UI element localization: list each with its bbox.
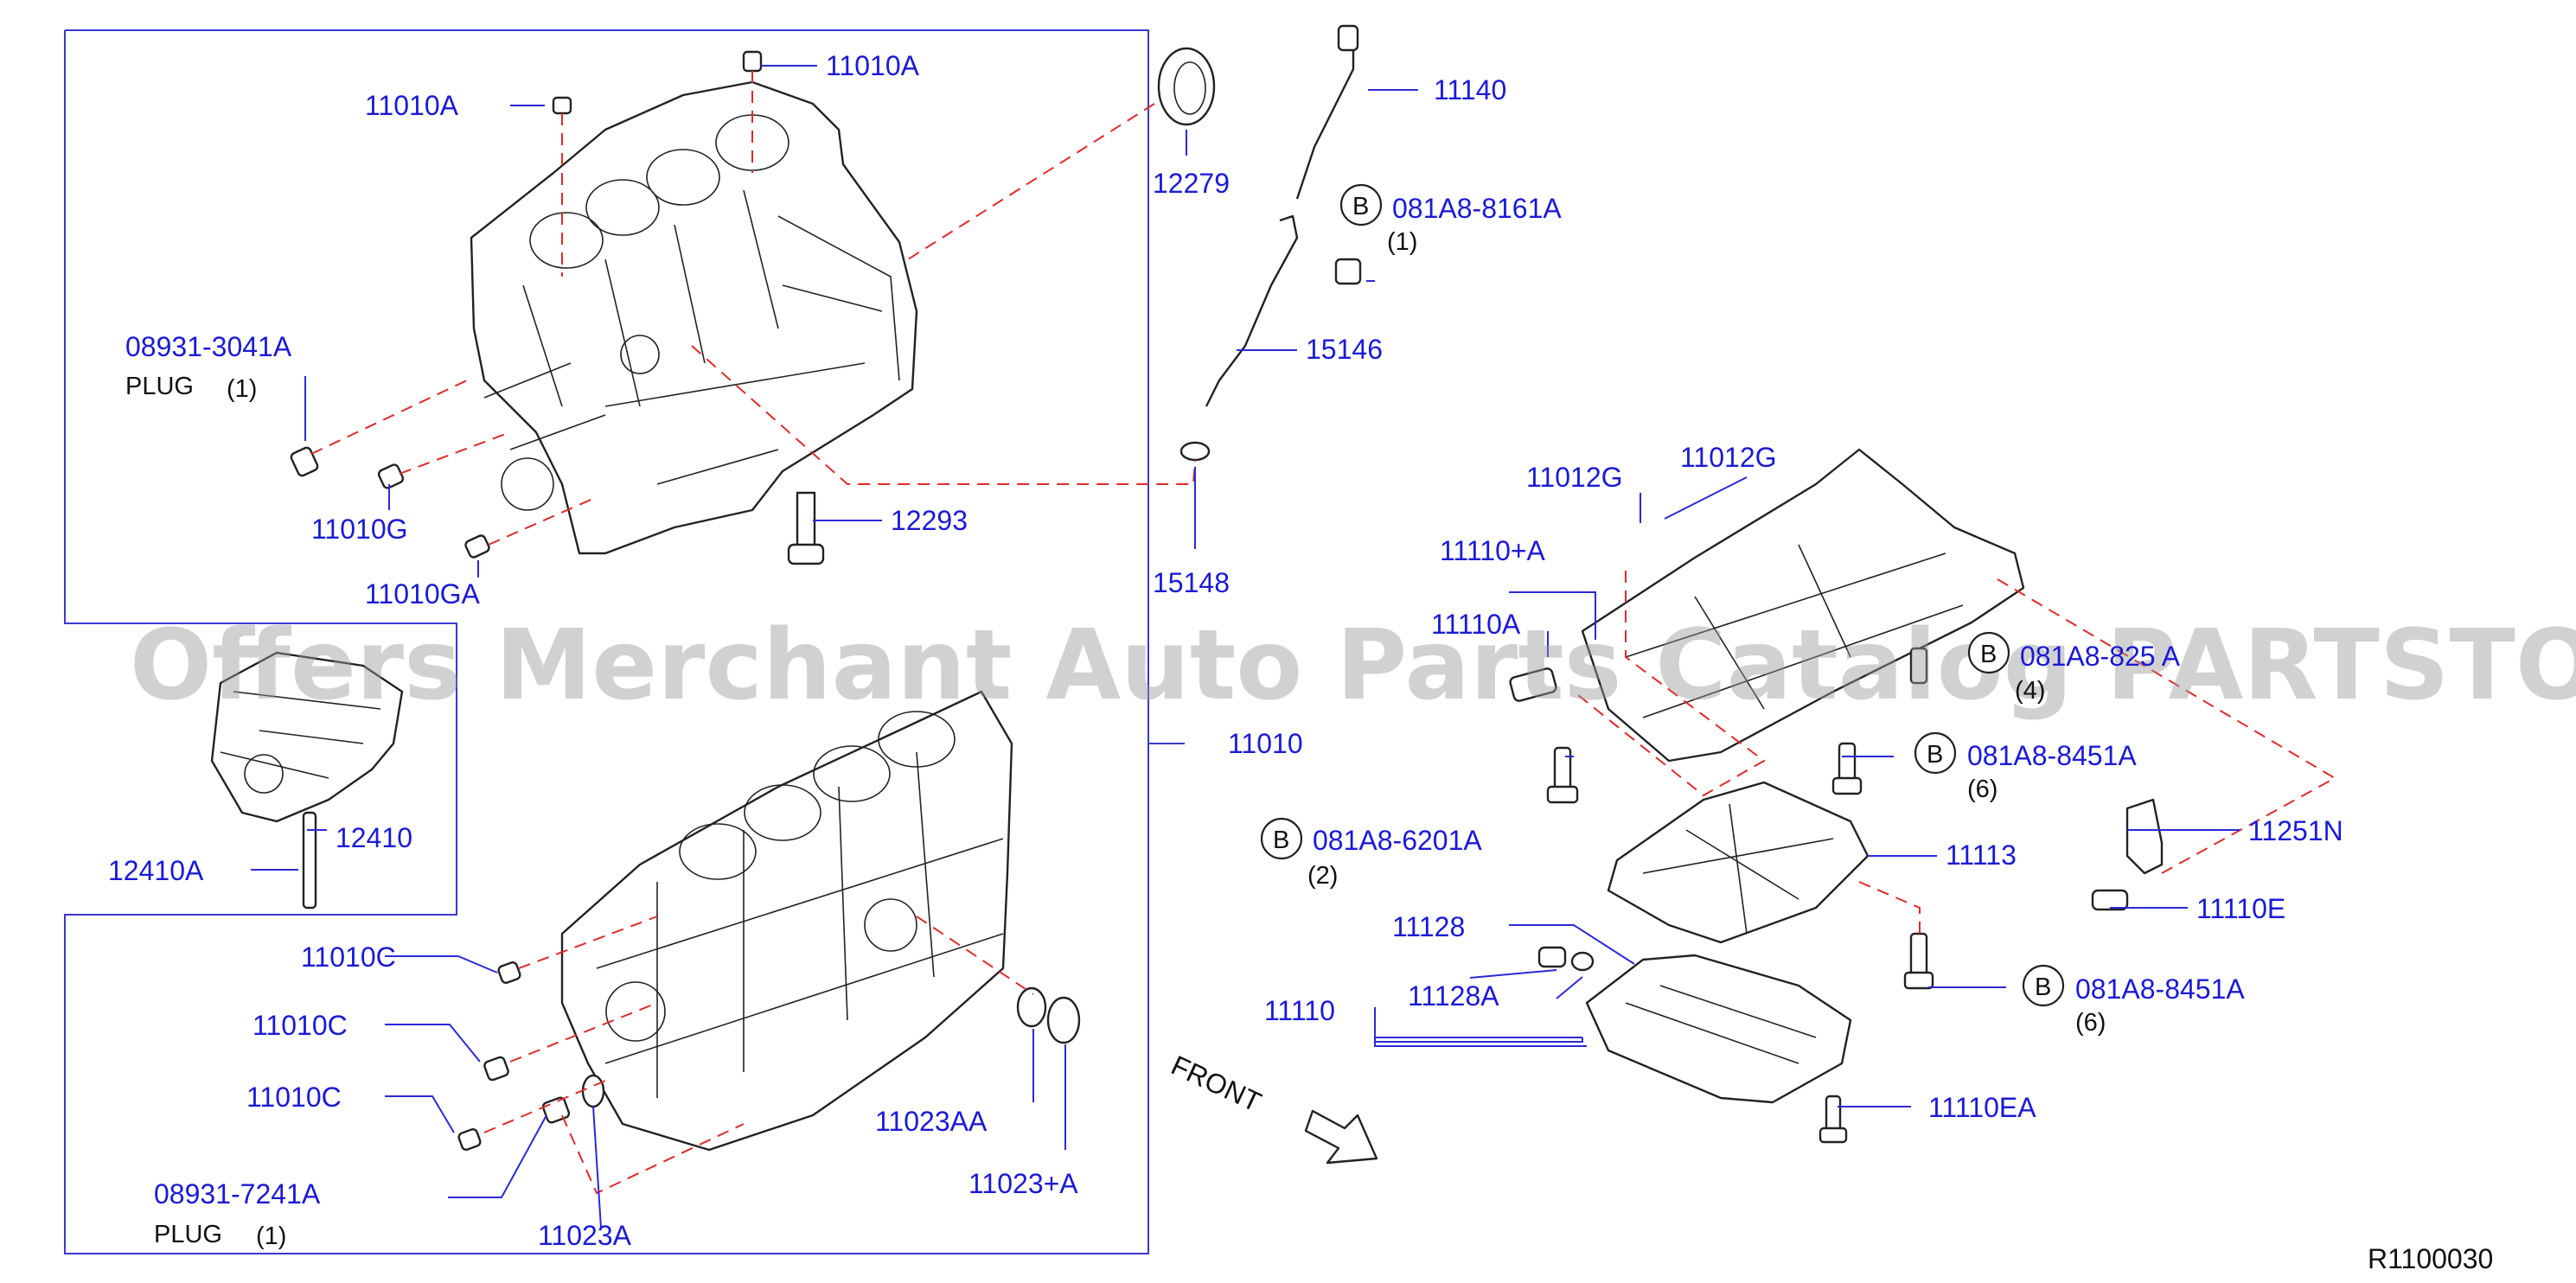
bolt-letter-081A8-8451A-lower: B xyxy=(2035,973,2051,1001)
lower-oil-pan-11110 xyxy=(1585,954,1852,1104)
bolt-symbol-081A8-6201A xyxy=(1260,817,1303,860)
callout-11012G-left: 11012G xyxy=(1526,462,1623,493)
callout-11010G: 11010G xyxy=(311,514,408,545)
callout-labels: 11010A 11010A 08931-3041A PLUG (1) 11010… xyxy=(108,50,2493,1274)
bolt-symbol-081A8-825A xyxy=(1967,631,2010,674)
front-arrow xyxy=(1304,1109,1378,1165)
callout-12410: 12410 xyxy=(336,822,412,853)
callout-08931-7241A: 08931-7241A xyxy=(154,1178,321,1210)
callout-11128A: 11128A xyxy=(1408,980,1499,1012)
callout-081A8-8161A: 081A8-8161A xyxy=(1392,193,1562,224)
callout-11251N: 11251N xyxy=(2248,815,2343,846)
callout-11010C-2: 11010C xyxy=(252,1010,348,1041)
qty-081A8-6201A: (2) xyxy=(1307,862,1338,890)
callout-08931-3041A: 08931-3041A xyxy=(125,331,292,362)
qty-081A8-8161A: (1) xyxy=(1387,228,1417,256)
callout-11010A-left: 11010A xyxy=(365,90,459,121)
callout-11110A: 11110A xyxy=(1431,609,1521,640)
callout-11023pA: 11023+A xyxy=(968,1168,1078,1199)
bolt-symbol-081A8-8451A-upper xyxy=(1914,731,1957,775)
plug-label-upper: PLUG xyxy=(125,373,194,400)
callout-11010: 11010 xyxy=(1228,728,1303,759)
callout-11128: 11128 xyxy=(1392,911,1465,942)
callout-11010C-1: 11010C xyxy=(301,942,396,973)
cylinder-block-lower xyxy=(560,690,1013,1152)
crank-seal-12279 xyxy=(1157,47,1216,126)
callout-15146: 15146 xyxy=(1306,334,1383,365)
qty-081A8-8451A-lower: (6) xyxy=(2075,1009,2106,1037)
plug-qty-lower: (1) xyxy=(256,1222,286,1250)
callout-11110: 11110 xyxy=(1264,995,1335,1026)
diagram-frames xyxy=(64,29,1185,1254)
callout-11023A: 11023A xyxy=(538,1220,632,1251)
callout-11140: 11140 xyxy=(1434,74,1506,105)
callout-12279: 12279 xyxy=(1153,168,1230,199)
callout-11010GA: 11010GA xyxy=(365,578,481,610)
front-direction-label: FRONT xyxy=(1167,1050,1266,1118)
callout-081A8-8451A-upper: 081A8-8451A xyxy=(1967,740,2137,771)
callout-11110E: 11110E xyxy=(2196,893,2285,924)
qty-081A8-8451A-upper: (6) xyxy=(1967,776,1998,803)
plug-parts-lower xyxy=(457,961,1081,1151)
plug-parts-upper xyxy=(290,50,825,565)
bolt-symbol-081A8-8161A xyxy=(1339,183,1383,227)
plug-qty-upper: (1) xyxy=(227,375,257,403)
callout-11110pA: 11110+A xyxy=(1440,535,1546,566)
bracket-11251N xyxy=(2125,798,2164,875)
qty-081A8-825A: (4) xyxy=(2015,677,2045,705)
callout-leaders xyxy=(251,65,2240,1229)
alignment-dashes xyxy=(310,71,2337,1195)
misc-bolts-oil-pan xyxy=(1537,647,2129,1144)
bolt-letter-081A8-825A: B xyxy=(1980,641,1997,668)
callout-11113: 11113 xyxy=(1946,839,2017,871)
callout-081A8-8451A-lower: 081A8-8451A xyxy=(2075,973,2245,1005)
diagram-reference-code: R1100030 xyxy=(2368,1243,2493,1274)
callout-12410A: 12410A xyxy=(108,855,204,886)
upper-oil-pan xyxy=(1509,448,2025,763)
callout-11012G-right: 11012G xyxy=(1680,442,1777,473)
oil-pump-12410 xyxy=(210,651,404,910)
bolt-symbol-081A8-8451A-lower xyxy=(2022,964,2065,1007)
watermark: Offers Merchant Auto Parts Catalog PARTS… xyxy=(130,610,2576,722)
baffle-plate-11113 xyxy=(1607,781,1870,944)
bolt-letter-081A8-6201A: B xyxy=(1273,827,1289,854)
callout-11023AA: 11023AA xyxy=(875,1106,988,1137)
callout-11010A-top: 11010A xyxy=(826,50,920,81)
callout-11110EA: 11110EA xyxy=(1928,1092,2036,1123)
oil-level-gauge xyxy=(1179,24,1362,462)
cylinder-block-upper xyxy=(470,80,918,555)
bolt-letter-081A8-8451A-upper: B xyxy=(1927,741,1943,769)
callout-081A8-825A: 081A8-825 A xyxy=(2020,641,2181,672)
callout-11010C-3: 11010C xyxy=(246,1082,342,1113)
plug-label-lower: PLUG xyxy=(154,1221,222,1248)
callout-15148: 15148 xyxy=(1153,567,1230,598)
callout-12293: 12293 xyxy=(891,505,968,536)
callout-081A8-6201A: 081A8-6201A xyxy=(1313,825,1482,856)
bolt-letter-081A8-8161A: B xyxy=(1352,193,1369,220)
